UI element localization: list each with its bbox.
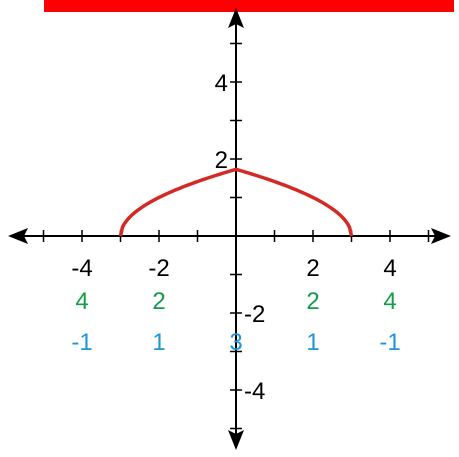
x-tick-label: 2 [306, 255, 319, 282]
axes [8, 8, 451, 450]
y-tick-label: -2 [244, 301, 265, 328]
annotation-value: 1 [306, 329, 319, 356]
top-red-bar [44, 0, 454, 12]
y-axis-up-arrow [228, 8, 244, 28]
tick-labels: -4 -2 2 4 4 2 -2 -4 [71, 70, 396, 405]
annotation-value: 4 [383, 288, 396, 315]
curve-line [118, 167, 354, 237]
annotation-value: 2 [306, 288, 319, 315]
curve-group [118, 167, 354, 237]
y-tick-label: 4 [215, 70, 228, 97]
x-tick-label: 4 [383, 255, 396, 282]
annotation-value: -1 [71, 329, 92, 356]
y-tick-label: 2 [215, 147, 228, 174]
y-axis-down-arrow [228, 430, 244, 450]
annotation-rows: 4 2 2 4 -1 1 3 1 -1 [71, 288, 400, 356]
x-axis-right-arrow [431, 228, 451, 244]
annotation-value: 4 [75, 288, 88, 315]
annotation-value: 2 [152, 288, 165, 315]
annotation-value: -1 [379, 329, 400, 356]
x-tick-label: -2 [148, 255, 169, 282]
annotation-value: 1 [152, 329, 165, 356]
y-tick-label: -4 [244, 378, 265, 405]
x-axis-left-arrow [8, 228, 28, 244]
annotation-value: 3 [229, 329, 242, 356]
x-tick-label: -4 [71, 255, 92, 282]
